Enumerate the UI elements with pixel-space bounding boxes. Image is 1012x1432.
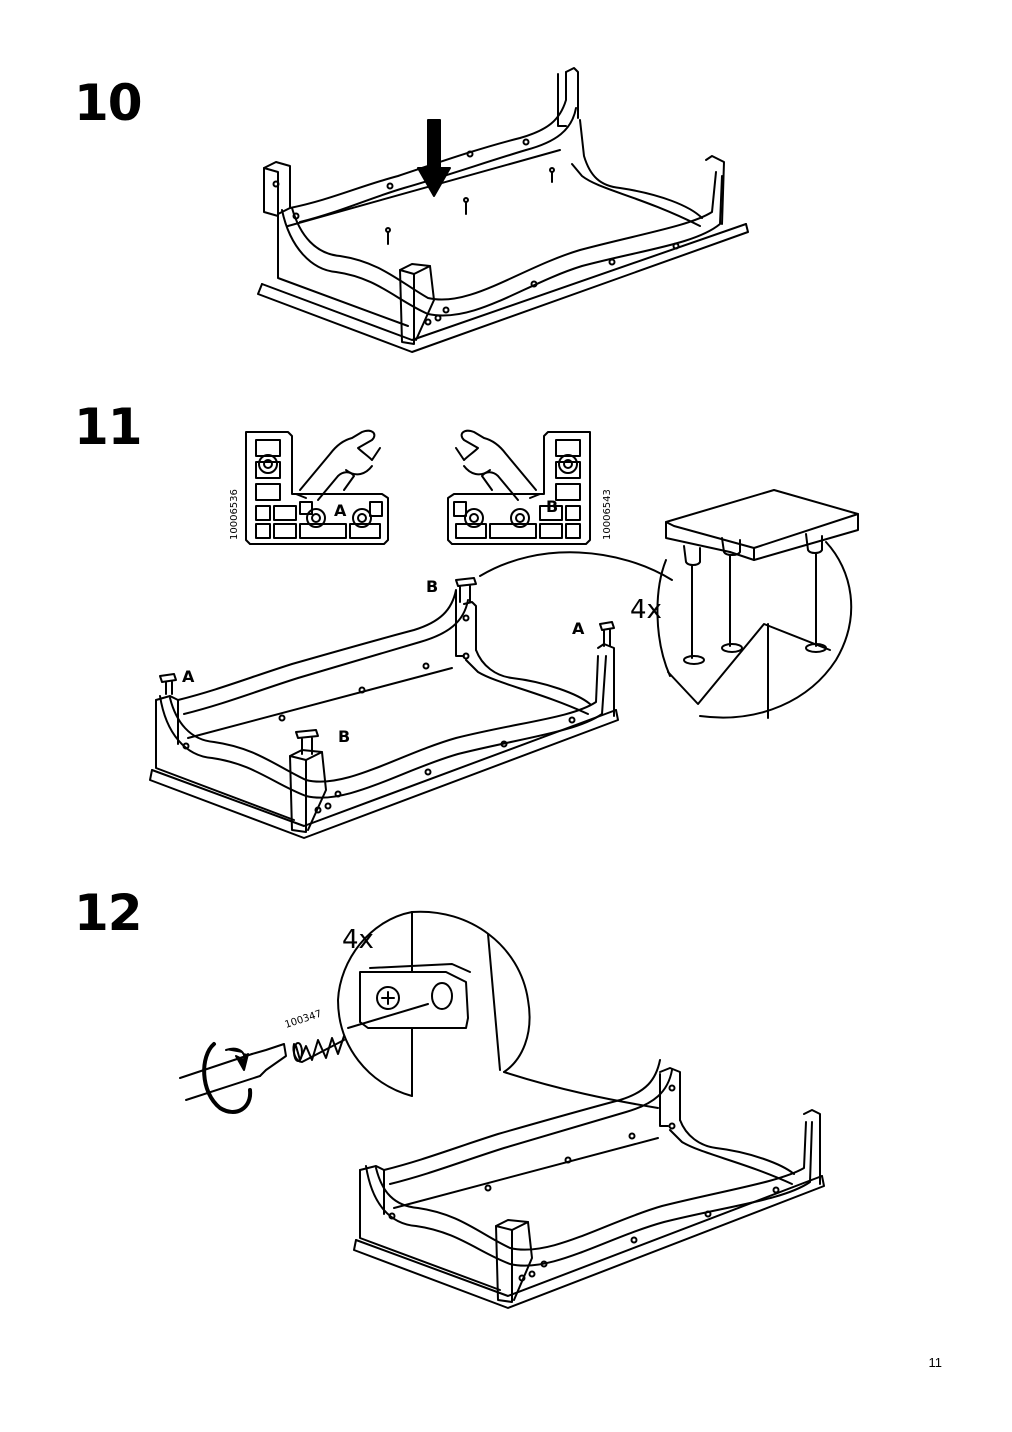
page-number: 11: [928, 1355, 943, 1370]
foot-label-a-left: A: [182, 667, 195, 686]
foot-label-b-rear: B: [426, 577, 438, 596]
foot-pad-a: [245, 431, 389, 545]
step-10-number: 10: [74, 74, 143, 132]
foot-pad-b: [447, 431, 591, 545]
finger-press-icon: [455, 429, 541, 501]
step-11-number: 11: [74, 398, 143, 456]
screw-code: 100347: [284, 1009, 324, 1031]
foot-label-a-right: A: [572, 619, 585, 638]
step-12-quantity: 4x: [342, 925, 374, 955]
step-11-frame: [149, 577, 619, 839]
pad-b-label: B: [546, 497, 558, 516]
part-a-code: 10006536: [229, 489, 240, 540]
step-12-detail-callout: [337, 910, 659, 1109]
pad-a-label: A: [334, 501, 347, 520]
step-11-quantity: 4x: [630, 595, 662, 625]
screw-icon: [292, 1035, 345, 1063]
rotate-arrow-icon: [202, 1042, 253, 1114]
part-b-code: 10006543: [602, 489, 613, 540]
step-11-detail-callout: [479, 489, 859, 719]
step-12-frame: [353, 1059, 825, 1309]
finger-press-icon: [295, 429, 381, 501]
screwdriver-icon: [179, 1043, 287, 1101]
down-arrow-icon: [417, 119, 451, 197]
foot-label-b-front: B: [338, 727, 350, 746]
step-12-number: 12: [74, 884, 143, 942]
step-10-frame: [257, 67, 749, 353]
